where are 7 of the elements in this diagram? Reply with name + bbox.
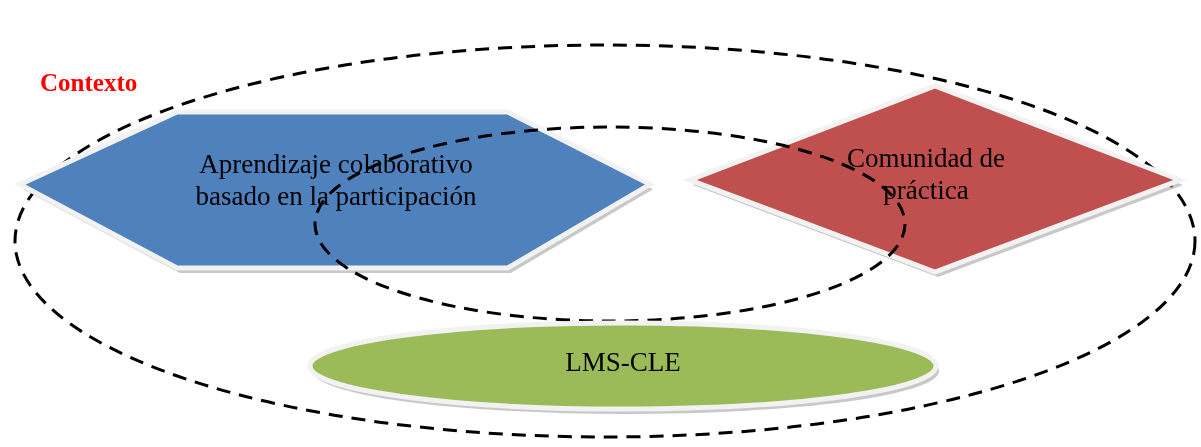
node-label: Comunidad de práctica — [845, 142, 1007, 207]
hexagon-shape — [18, 108, 654, 274]
node-label: LMS-CLE — [564, 346, 682, 379]
node-label: Aprendizaje colaborativo basado en la participación — [194, 148, 478, 213]
ellipse-shape — [305, 318, 941, 414]
heading: Contexto — [40, 68, 138, 98]
diamond-shape — [686, 82, 1184, 278]
